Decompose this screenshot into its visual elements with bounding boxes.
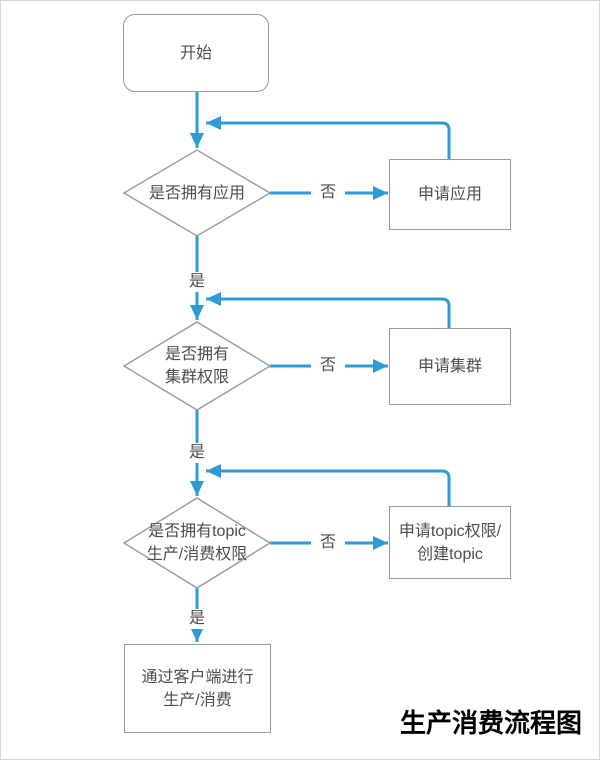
edge-loopback-apply-topic <box>206 464 451 506</box>
node-apply-cluster: 申请集群 <box>389 328 511 405</box>
produce-consume-text-line2: 生产/消费 <box>163 691 232 709</box>
apply-topic-text-line1: 申请topic权限/ <box>398 522 502 540</box>
decision-topic-shape <box>122 497 272 589</box>
diagram-title: 生产消费流程图 <box>399 708 582 738</box>
edge-label-no-app: 否 <box>310 183 346 203</box>
edge-label-no-topic: 否 <box>310 533 346 553</box>
produce-consume-text-line1: 通过客户端进行 <box>141 668 254 686</box>
node-start: 开始 <box>123 14 269 92</box>
edge-label-no-cluster: 否 <box>310 356 346 376</box>
node-produce-consume: 通过客户端进行 生产/消费 <box>124 644 271 733</box>
node-start-label: 开始 <box>179 44 212 62</box>
decision-app-shape <box>122 149 272 237</box>
node-apply-app: 申请应用 <box>389 159 511 230</box>
apply-topic-text-line2: 创建topic <box>417 545 483 563</box>
apply-cluster-text: 申请集群 <box>417 358 482 375</box>
edge-label-yes-topic: 是 <box>179 609 215 629</box>
edge-label-yes-app: 是 <box>179 272 215 292</box>
decision-cluster-shape <box>122 321 272 411</box>
edge-loopback-apply-app <box>206 116 451 159</box>
edge-loopback-apply-cluster <box>206 292 451 328</box>
edge-label-yes-cluster: 是 <box>179 443 215 463</box>
node-apply-topic: 申请topic权限/ 创建topic <box>389 506 511 579</box>
apply-app-text: 申请应用 <box>417 186 482 203</box>
